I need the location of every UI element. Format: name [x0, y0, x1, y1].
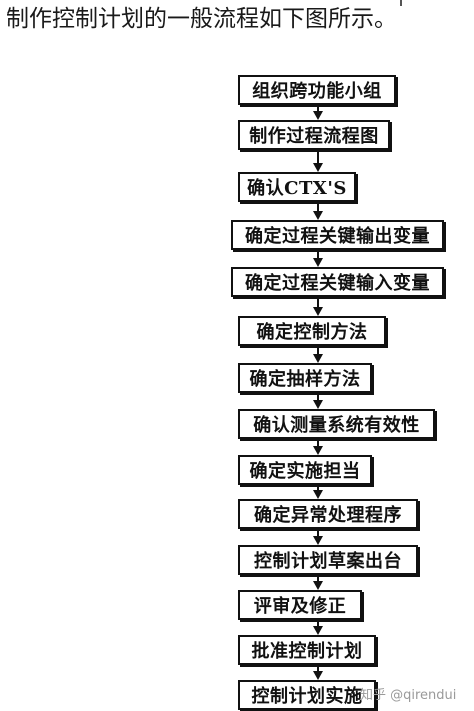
flow-step: 确定控制方法	[238, 316, 386, 346]
flow-connector-line	[317, 202, 319, 212]
flow-step: 确定实施担当	[238, 455, 372, 485]
flow-arrow-icon	[313, 111, 323, 120]
flow-connector-line	[317, 575, 319, 582]
flow-step: 控制计划草案出台	[238, 545, 418, 575]
flow-step: 确认测量系统有效性	[238, 409, 435, 439]
flow-arrow-icon	[313, 400, 323, 409]
flow-connector-line	[317, 297, 319, 308]
flow-step: 确定抽样方法	[238, 363, 372, 393]
flow-connector-line	[317, 620, 319, 627]
flow-connector-line	[317, 665, 319, 672]
flow-connector-line	[317, 250, 319, 259]
flow-arrow-icon	[313, 163, 323, 172]
flow-arrow-icon	[313, 536, 323, 545]
flow-arrow-icon	[313, 258, 323, 267]
flow-connector-line	[317, 393, 319, 401]
flow-step: 组织跨功能小组	[238, 75, 396, 105]
flow-arrow-icon	[313, 490, 323, 499]
flow-step: 确认CTX'S	[238, 172, 356, 202]
flow-connector-line	[317, 150, 319, 164]
flow-arrow-icon	[313, 671, 323, 680]
flow-step: 确定异常处理程序	[238, 499, 418, 529]
flow-arrow-icon	[313, 446, 323, 455]
tick-mark	[400, 0, 402, 6]
watermark: 知乎 @qirendui	[360, 688, 457, 703]
flow-arrow-icon	[313, 626, 323, 635]
flow-step: 确定过程关键输出变量	[231, 220, 444, 250]
flow-arrow-icon	[313, 581, 323, 590]
flow-step: 批准控制计划	[238, 635, 376, 665]
flow-connector-line	[317, 485, 319, 491]
flow-connector-line	[317, 105, 319, 112]
flow-step: 确定过程关键输入变量	[231, 267, 444, 297]
flow-connector-line	[317, 529, 319, 537]
intro-text: 制作控制计划的一般流程如下图所示。	[6, 6, 397, 32]
flow-arrow-icon	[313, 354, 323, 363]
flow-arrow-icon	[313, 211, 323, 220]
flow-step: 评审及修正	[238, 590, 362, 620]
flow-connector-line	[317, 439, 319, 447]
flow-step: 制作过程流程图	[238, 120, 390, 150]
flow-connector-line	[317, 346, 319, 355]
flow-arrow-icon	[313, 307, 323, 316]
flow-step: 控制计划实施	[238, 680, 376, 710]
